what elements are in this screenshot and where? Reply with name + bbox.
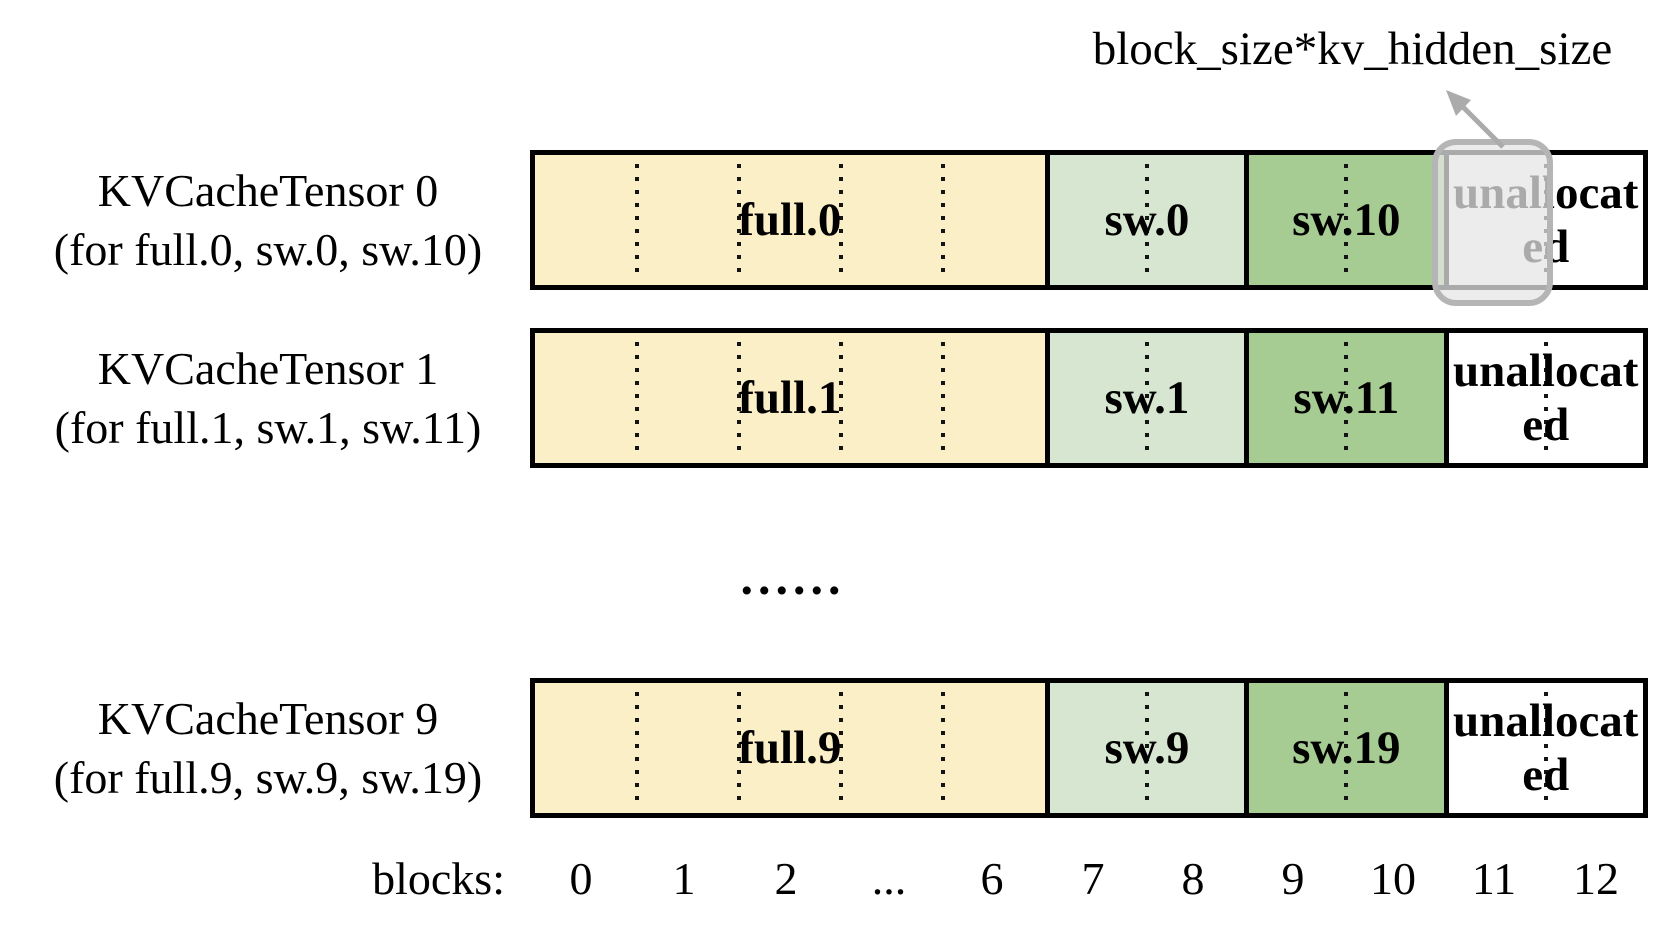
tensor-bar-9: full.9 sw.9 sw.19 unallocated	[530, 678, 1648, 818]
axis-tick: 12	[1573, 853, 1619, 904]
segment-label: sw.9	[1104, 722, 1190, 774]
block-cell	[838, 155, 943, 285]
segment-label: sw.10	[1292, 194, 1401, 246]
block-cell	[1344, 333, 1443, 463]
axis-tick: ...	[871, 853, 907, 904]
block-cell	[1144, 333, 1244, 463]
tensor-bar-1: full.1 sw.1 sw.11 unallocated	[530, 328, 1648, 468]
segment-label: sw.11	[1293, 372, 1400, 424]
block-cell	[1144, 155, 1244, 285]
tensor-row-9-label: KVCacheTensor 9 (for full.9, sw.9, sw.19…	[18, 678, 518, 818]
block-cell	[940, 333, 1045, 463]
block-cell	[1543, 333, 1643, 463]
axis-tick: 7	[1081, 853, 1105, 904]
axis-tick: 1	[672, 853, 696, 904]
axis-tick: 9	[1281, 853, 1305, 904]
segment-label: unallocated	[1453, 695, 1639, 801]
segment-label: full.1	[738, 372, 842, 424]
block-cell	[736, 683, 841, 813]
tensor-row-0-title: KVCacheTensor 0	[97, 165, 439, 216]
block-cell	[838, 683, 943, 813]
segment-label: full.9	[738, 722, 842, 774]
segment-full: full.1	[535, 333, 1045, 463]
tensor-row-1-subtitle: (for full.1, sw.1, sw.11)	[54, 402, 482, 453]
block-cell	[736, 333, 841, 463]
block-cell	[838, 333, 943, 463]
block-cell	[634, 333, 739, 463]
axis-tick: 0	[569, 853, 593, 904]
block-cell	[634, 683, 739, 813]
segment-sw-light: sw.1	[1044, 333, 1245, 463]
block-cell	[634, 155, 739, 285]
axis-tick: 10	[1370, 853, 1416, 904]
tensor-row-0-subtitle: (for full.0, sw.0, sw.10)	[53, 224, 483, 275]
segment-unallocated: unallocated	[1443, 683, 1643, 813]
tensor-row-9-subtitle: (for full.9, sw.9, sw.19)	[53, 752, 483, 803]
segment-label: sw.19	[1292, 722, 1401, 774]
block-cell	[736, 155, 841, 285]
segment-sw-dark: sw.19	[1244, 683, 1444, 813]
axis-tick: 2	[774, 853, 798, 904]
axis-tick: 8	[1181, 853, 1205, 904]
segment-sw-light: sw.9	[1044, 683, 1245, 813]
segment-label: sw.0	[1104, 194, 1190, 246]
segment-label: unallocated	[1453, 345, 1639, 451]
tensor-row-1-label: KVCacheTensor 1 (for full.1, sw.1, sw.11…	[18, 328, 518, 468]
block-cell	[1543, 683, 1643, 813]
axis-tick: 6	[980, 853, 1004, 904]
block-highlight-outline	[1432, 139, 1553, 306]
segment-unallocated: unallocated	[1443, 333, 1643, 463]
segment-sw-dark: sw.11	[1244, 333, 1444, 463]
tensor-row-1-title: KVCacheTensor 1	[97, 343, 439, 394]
tensor-row-0-label: KVCacheTensor 0 (for full.0, sw.0, sw.10…	[18, 150, 518, 290]
segment-full: full.0	[535, 155, 1045, 285]
block-size-annotation: block_size*kv_hidden_size	[1092, 23, 1613, 75]
block-cell	[940, 683, 1045, 813]
axis-label: blocks:	[372, 853, 505, 904]
tensor-row-9-title: KVCacheTensor 9	[97, 693, 439, 744]
segment-sw-light: sw.0	[1044, 155, 1245, 285]
segment-label: sw.1	[1104, 372, 1190, 424]
axis-tick: 11	[1471, 853, 1517, 904]
block-cell	[940, 155, 1045, 285]
rows-ellipsis: ......	[740, 549, 846, 605]
block-cell	[1144, 683, 1244, 813]
segment-full: full.9	[535, 683, 1045, 813]
block-cell	[1344, 683, 1443, 813]
block-cell	[1344, 155, 1443, 285]
segment-sw-dark: sw.10	[1244, 155, 1444, 285]
segment-label: full.0	[738, 194, 842, 246]
